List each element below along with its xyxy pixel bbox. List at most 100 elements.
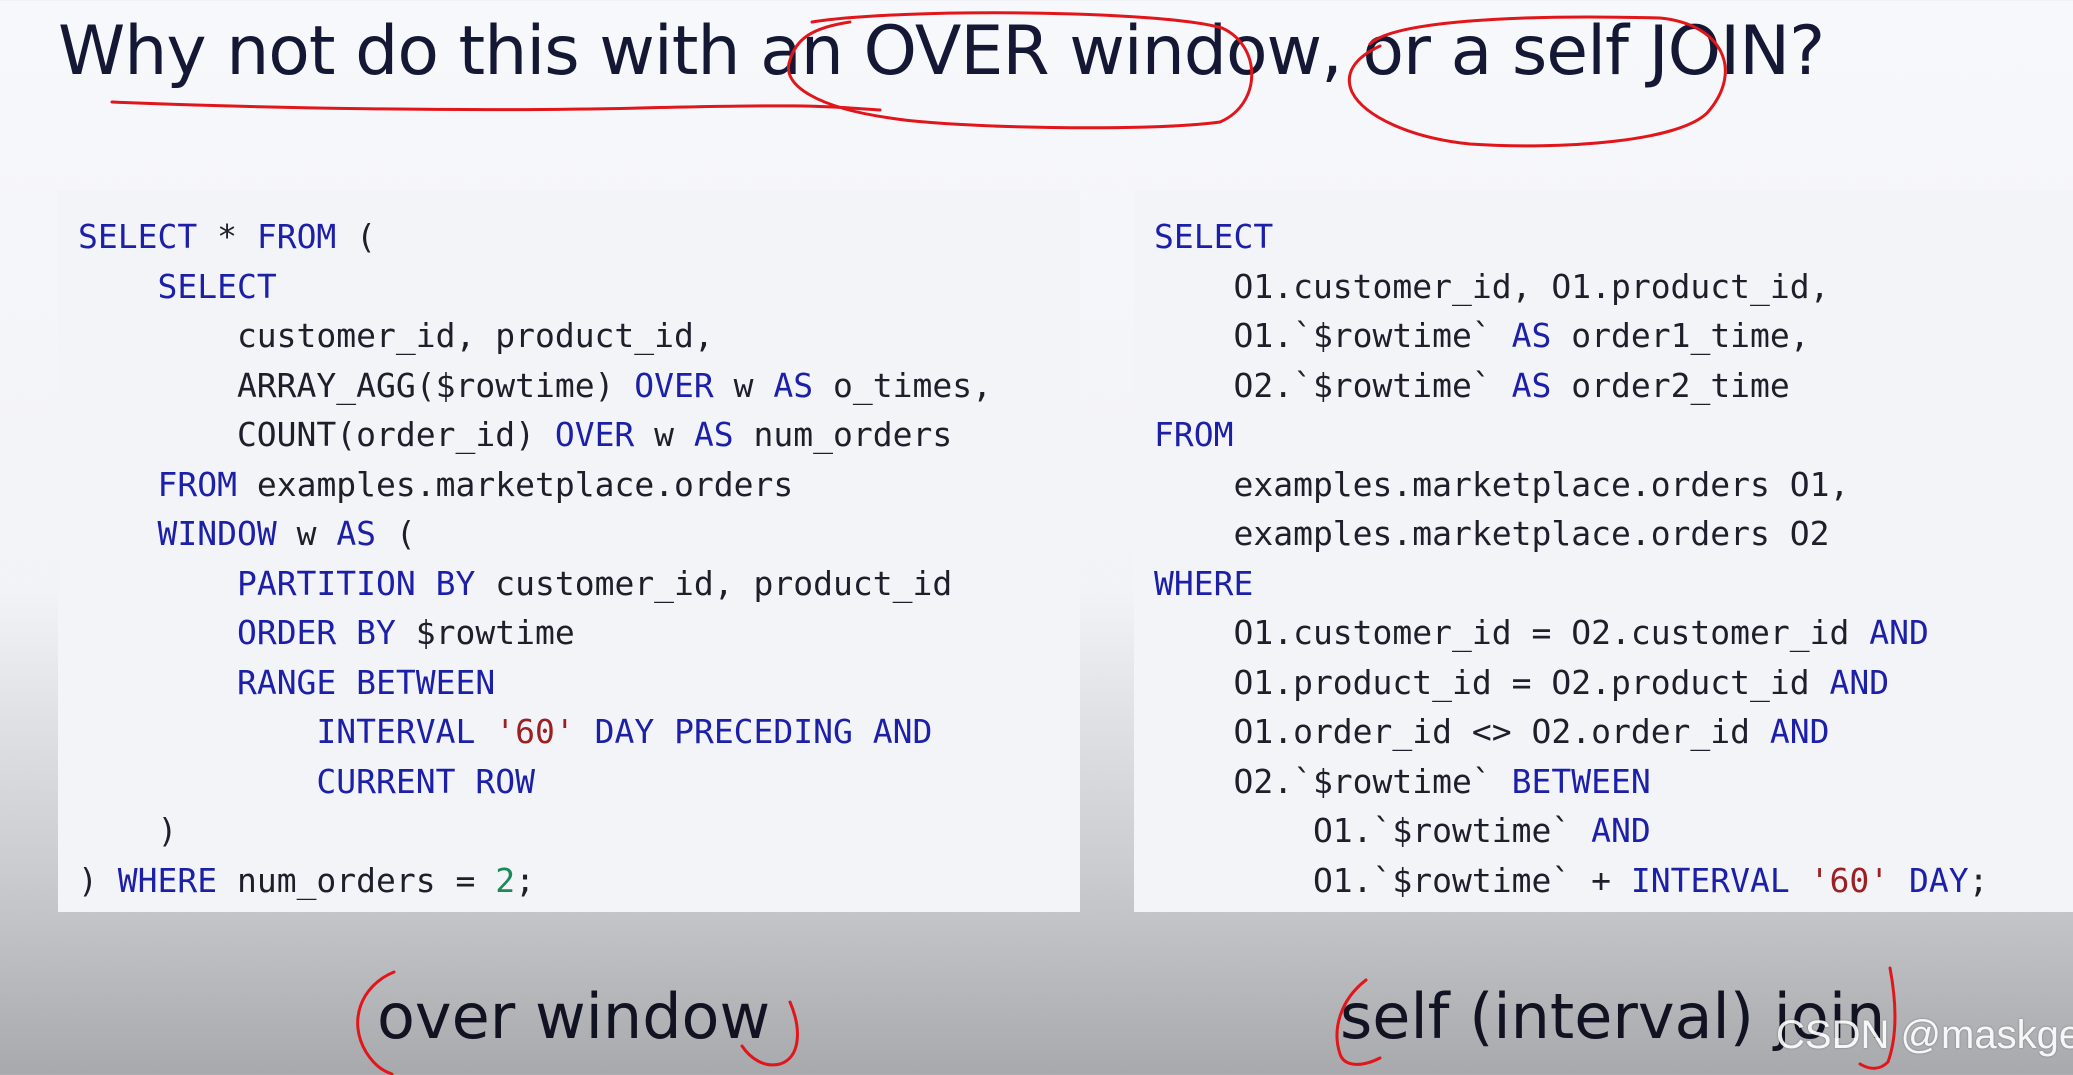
sql-text: O1.`$rowtime` [1154, 316, 1512, 355]
sql-text [78, 712, 316, 751]
slide-title: Why not do this with an OVER window, or … [58, 12, 1825, 91]
code-line: PARTITION BY customer_id, product_id [78, 559, 992, 609]
sql-string: '60' [1809, 860, 1890, 900]
code-line: O2.`$rowtime` BETWEEN [1154, 757, 1989, 807]
sql-text: O1.`$rowtime` [1154, 811, 1592, 850]
sql-text [1790, 861, 1810, 900]
code-line: INTERVAL '60' DAY PRECEDING AND [78, 707, 992, 757]
code-line: examples.marketplace.orders O1, [1154, 460, 1989, 510]
code-line: WHERE [1154, 559, 1989, 609]
sql-text: customer_id, product_id [475, 563, 953, 603]
code-line: O1.`$rowtime` + INTERVAL '60' DAY; [1154, 856, 1989, 906]
sql-text [78, 465, 157, 504]
sql-text: $rowtime [395, 613, 575, 652]
sql-keyword: AS [693, 415, 734, 454]
sql-keyword: FROM [256, 217, 337, 256]
sql-text: O1.customer_id, O1.product_id, [1154, 266, 1830, 306]
sql-keyword: AND [1769, 712, 1830, 751]
code-line: O1.`$rowtime` AND [1154, 806, 1989, 856]
sql-keyword: OVER [554, 415, 635, 454]
code-line: ) [78, 806, 992, 856]
self-join-sql-code: SELECT O1.customer_id, O1.product_id, O1… [1154, 212, 1989, 905]
sql-keyword: DAY PRECEDING AND [594, 712, 933, 751]
sql-text [78, 514, 157, 553]
sql-keyword: ORDER BY [236, 613, 396, 652]
code-line: CURRENT ROW [78, 757, 992, 807]
sql-keyword: AS [1511, 365, 1552, 405]
sql-text: customer_id, product_id, [78, 316, 714, 355]
over-window-sql-code: SELECT * FROM ( SELECT customer_id, prod… [78, 212, 992, 905]
sql-text: ; [1968, 860, 1989, 900]
code-line: FROM [1154, 410, 1989, 460]
sql-text: w [276, 514, 337, 553]
sql-keyword: AS [1511, 316, 1552, 355]
code-line: SELECT * FROM ( [78, 212, 992, 262]
code-line: ARRAY_AGG($rowtime) OVER w AS o_times, [78, 361, 992, 411]
sql-text: ( [376, 514, 416, 553]
title-underline-stroke [110, 100, 882, 112]
sql-text [78, 613, 237, 652]
sql-text: num_orders = [217, 860, 496, 900]
sql-keyword: RANGE BETWEEN [236, 662, 496, 702]
sql-keyword: PARTITION BY [236, 563, 476, 603]
sql-keyword: WHERE [1154, 563, 1254, 603]
sql-text: O1.customer_id = O2.customer_id [1154, 613, 1870, 652]
sql-number: 2 [495, 860, 516, 900]
sql-string: '60' [495, 712, 575, 751]
code-line: O2.`$rowtime` AS order2_time [1154, 361, 1989, 411]
sql-keyword: AS [336, 514, 377, 553]
code-line: examples.marketplace.orders O2 [1154, 509, 1989, 559]
sql-text: order1_time, [1551, 316, 1810, 355]
sql-keyword: DAY [1909, 860, 1969, 900]
code-line: SELECT [1154, 212, 1989, 262]
code-line: ORDER BY $rowtime [78, 608, 992, 658]
over-window-code-panel: SELECT * FROM ( SELECT customer_id, prod… [58, 190, 1080, 912]
code-line: customer_id, product_id, [78, 311, 992, 361]
sql-text: O2.`$rowtime` [1154, 365, 1512, 405]
sql-keyword: FROM [1154, 415, 1234, 454]
sql-text: w [713, 365, 774, 405]
sql-text [575, 712, 595, 751]
sql-text: o_times, [813, 365, 992, 405]
code-line: ) WHERE num_orders = 2; [78, 856, 992, 906]
sql-keyword: AS [773, 365, 814, 405]
sql-text: ) [78, 860, 118, 900]
code-line: COUNT(order_id) OVER w AS num_orders [78, 410, 992, 460]
sql-text: * [197, 217, 257, 256]
sql-keyword: INTERVAL [1630, 860, 1790, 900]
code-line: O1.customer_id = O2.customer_id AND [1154, 608, 1989, 658]
code-line: RANGE BETWEEN [78, 658, 992, 708]
sql-text: ARRAY_AGG($rowtime) [78, 365, 635, 405]
sql-keyword: SELECT [78, 217, 198, 256]
sql-text [1889, 861, 1909, 900]
self-join-code-panel: SELECT O1.customer_id, O1.product_id, O1… [1134, 190, 2073, 912]
sql-text: ( [336, 217, 377, 256]
sql-text: COUNT(order_id) [78, 415, 555, 454]
sql-text: O2.`$rowtime` [1154, 761, 1512, 801]
sql-text [78, 267, 157, 306]
sql-text: O1.`$rowtime` + [1154, 860, 1631, 900]
sql-text [475, 712, 495, 751]
sql-text: w [634, 415, 694, 454]
code-line: FROM examples.marketplace.orders [78, 460, 992, 510]
code-line: SELECT [78, 262, 992, 312]
sql-keyword: INTERVAL [316, 712, 476, 751]
sql-keyword: SELECT [1154, 217, 1274, 256]
sql-keyword: AND [1869, 613, 1929, 652]
sql-text: O1.order_id <> O2.order_id [1154, 712, 1770, 751]
sql-keyword: AND [1829, 662, 1890, 702]
sql-keyword: AND [1591, 811, 1651, 850]
sql-text: order2_time [1551, 365, 1790, 405]
sql-keyword: OVER [634, 365, 714, 405]
sql-text: examples.marketplace.orders [236, 464, 794, 504]
code-line: WINDOW w AS ( [78, 509, 992, 559]
sql-text [78, 564, 237, 603]
sql-keyword: WINDOW [157, 514, 277, 553]
sql-text: num_orders [733, 415, 953, 454]
code-line: O1.product_id = O2.product_id AND [1154, 658, 1989, 708]
code-line: O1.`$rowtime` AS order1_time, [1154, 311, 1989, 361]
code-line: O1.order_id <> O2.order_id AND [1154, 707, 1989, 757]
sql-text: examples.marketplace.orders O2 [1154, 514, 1830, 553]
sql-text: examples.marketplace.orders O1, [1154, 464, 1850, 504]
self-join-caption: self (interval) join [1340, 980, 1886, 1053]
